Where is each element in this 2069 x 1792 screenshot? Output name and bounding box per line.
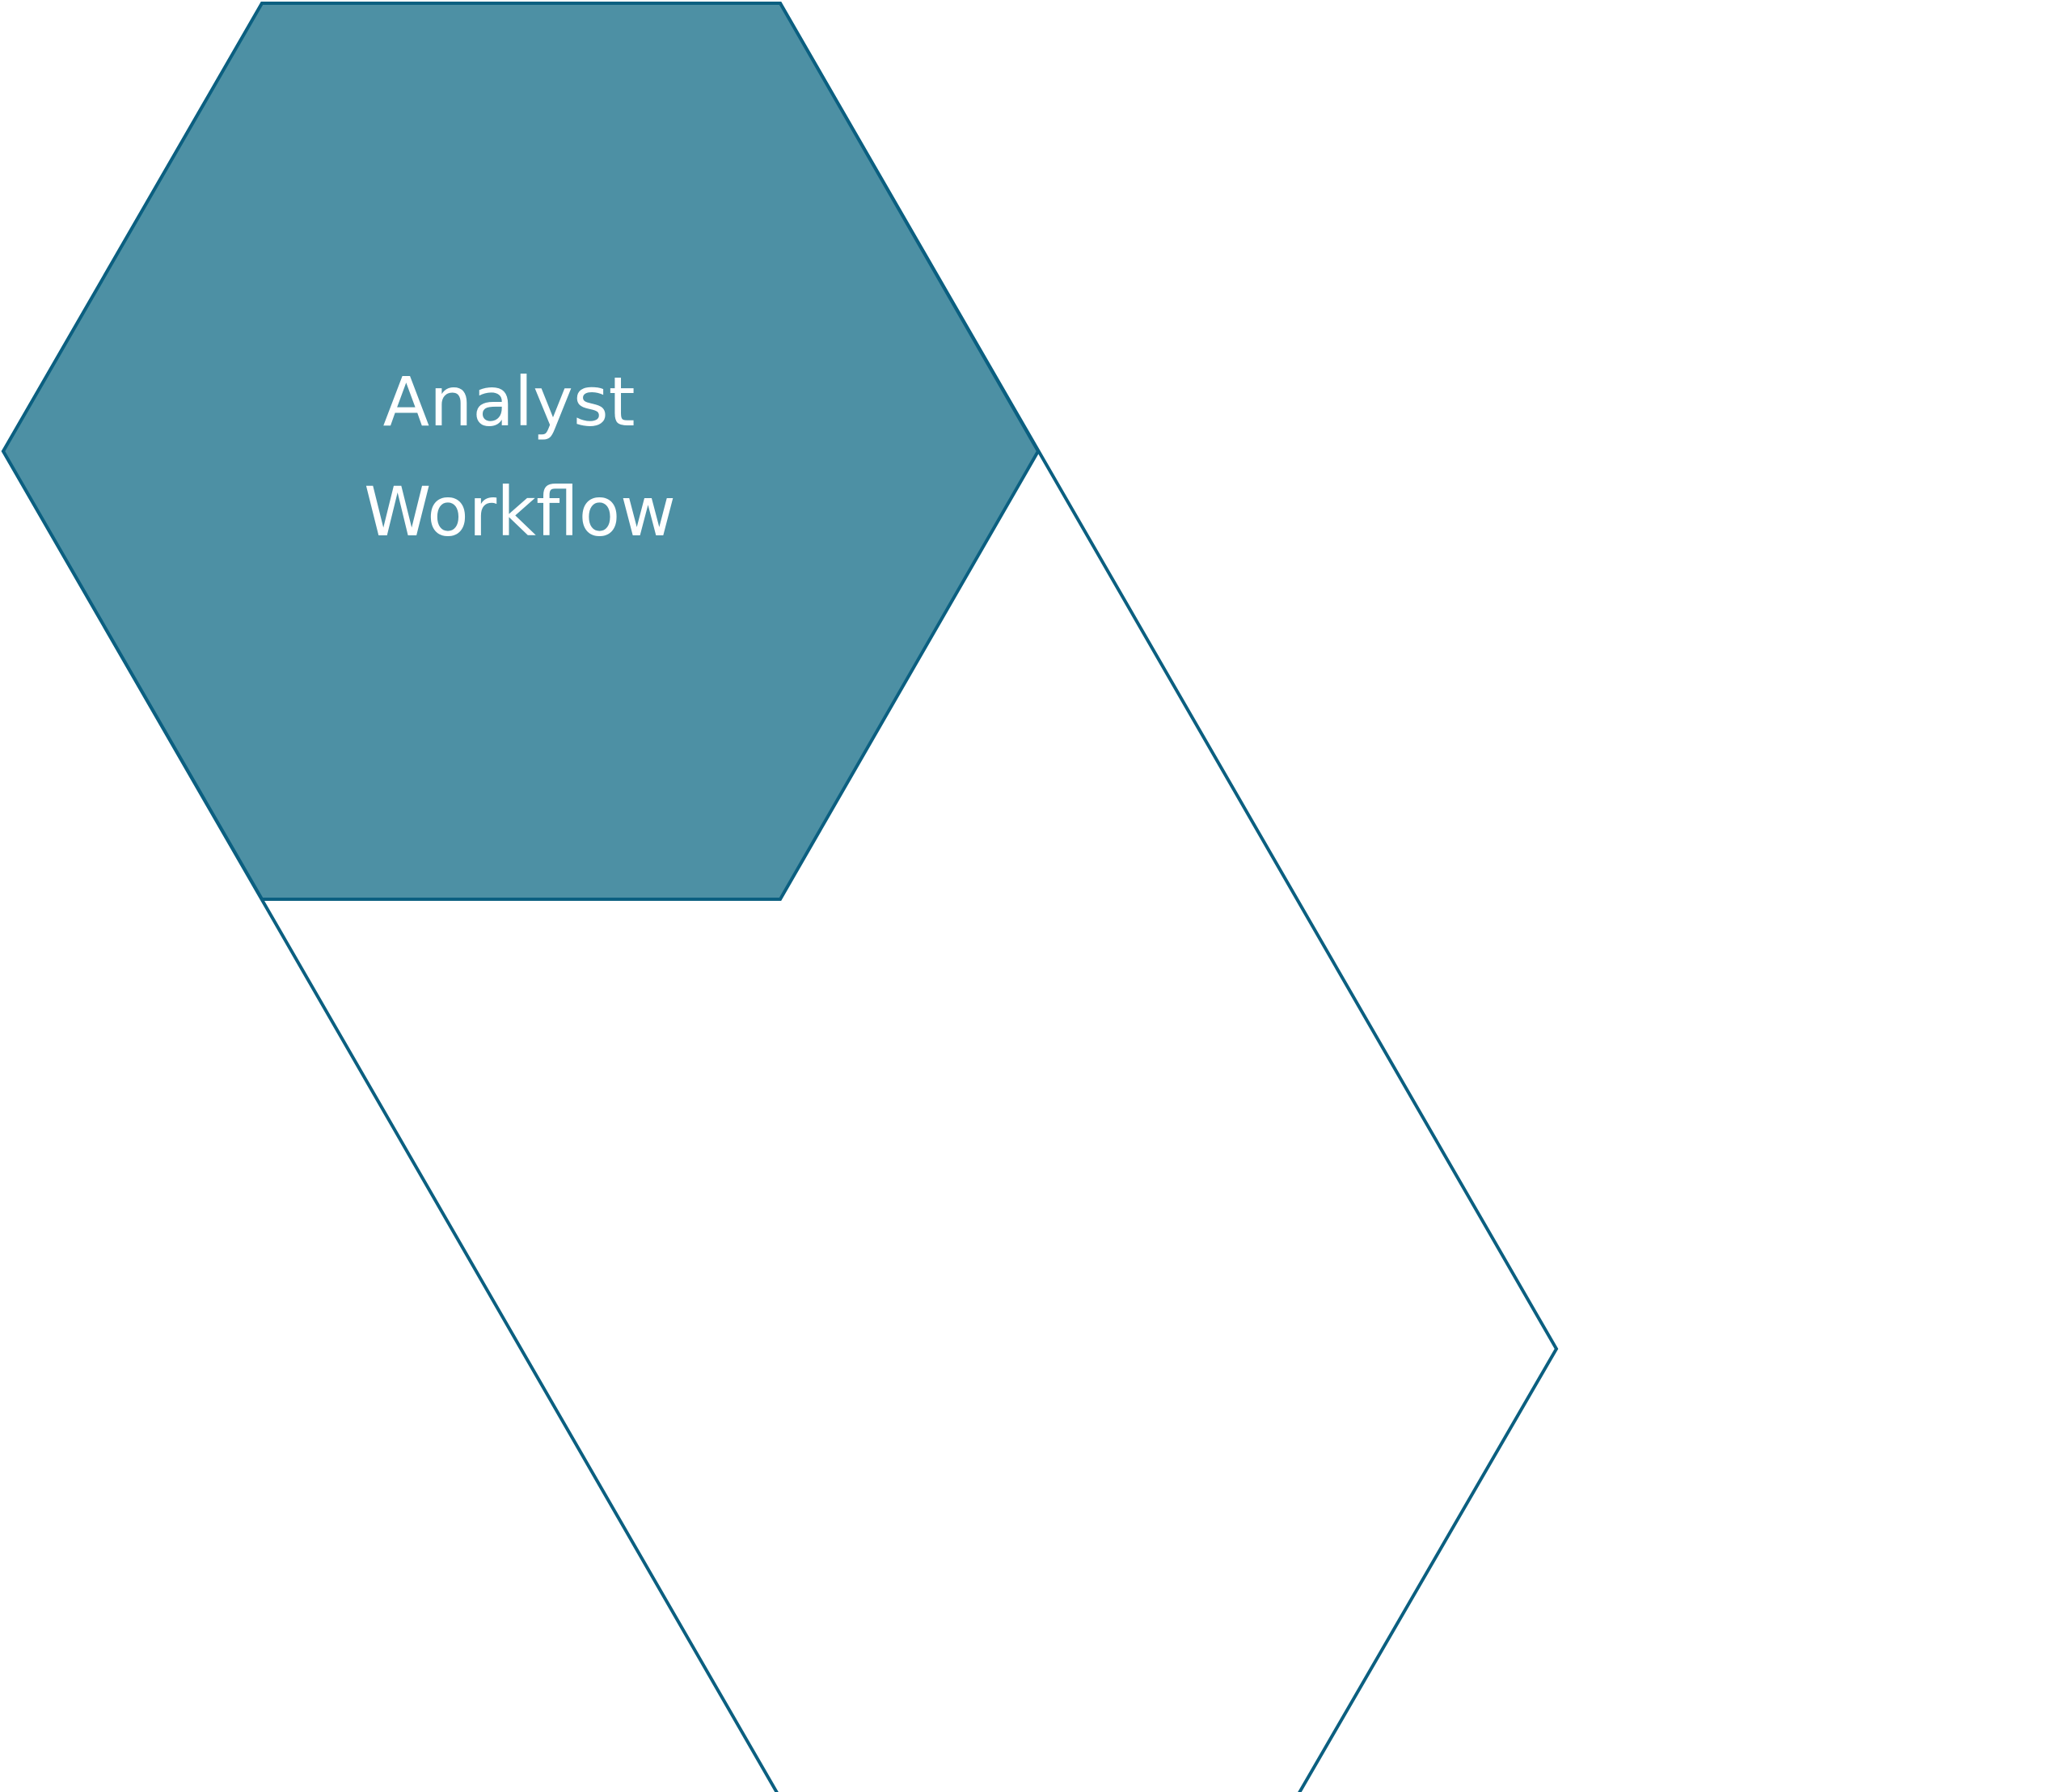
label-line-2: Workflow — [364, 472, 676, 552]
analyst-workflow-hexagon — [1, 1, 1041, 901]
label-line-1: Analyst — [383, 362, 635, 442]
hexagon-label: Analyst Workflow — [364, 362, 676, 552]
